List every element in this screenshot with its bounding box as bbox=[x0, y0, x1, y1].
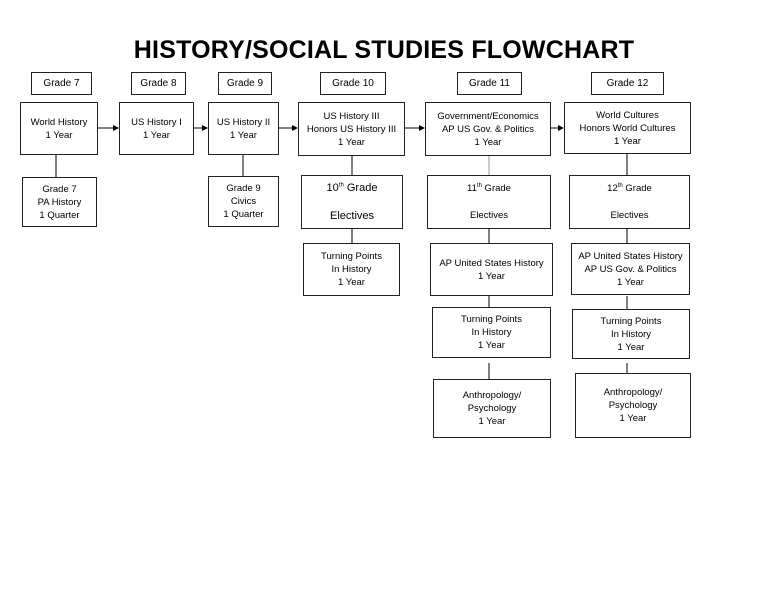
course-turning-points-11: Turning Points In History 1 Year bbox=[432, 307, 551, 358]
course-government-economics: Government/Economics AP US Gov. & Politi… bbox=[425, 102, 551, 156]
course-anthropology-12: Anthropology/ Psychology 1 Year bbox=[575, 373, 691, 438]
grade-header-11: Grade 11 bbox=[457, 72, 522, 95]
grade-header-9: Grade 9 bbox=[218, 72, 272, 95]
course-anthropology-11: Anthropology/ Psychology 1 Year bbox=[433, 379, 551, 438]
course-world-history: World History 1 Year bbox=[20, 102, 98, 155]
grade-header-12: Grade 12 bbox=[591, 72, 664, 95]
course-us-history-1: US History I 1 Year bbox=[119, 102, 194, 155]
electives-grade-11: 11th Grade Electives bbox=[427, 175, 551, 229]
grade-header-10: Grade 10 bbox=[320, 72, 386, 95]
course-turning-points-10: Turning Points In History 1 Year bbox=[303, 243, 400, 296]
electives-grade-10: 10th Grade Electives bbox=[301, 175, 403, 229]
page-title: HISTORY/SOCIAL STUDIES FLOWCHART bbox=[133, 36, 635, 64]
electives-grade-12: 12th Grade Electives bbox=[569, 175, 690, 229]
course-turning-points-12: Turning Points In History 1 Year bbox=[572, 309, 690, 359]
course-civics: Grade 9 Civics 1 Quarter bbox=[208, 176, 279, 227]
course-us-history-2: US History II 1 Year bbox=[208, 102, 279, 155]
course-apush-11: AP United States History 1 Year bbox=[430, 243, 553, 296]
grade-header-8: Grade 8 bbox=[131, 72, 186, 95]
course-ap-12: AP United States History AP US Gov. & Po… bbox=[571, 243, 690, 295]
course-pa-history: Grade 7 PA History 1 Quarter bbox=[22, 177, 97, 227]
course-world-cultures: World Cultures Honors World Cultures 1 Y… bbox=[564, 102, 691, 154]
course-us-history-3: US History III Honors US History III 1 Y… bbox=[298, 102, 405, 156]
grade-header-7: Grade 7 bbox=[31, 72, 92, 95]
